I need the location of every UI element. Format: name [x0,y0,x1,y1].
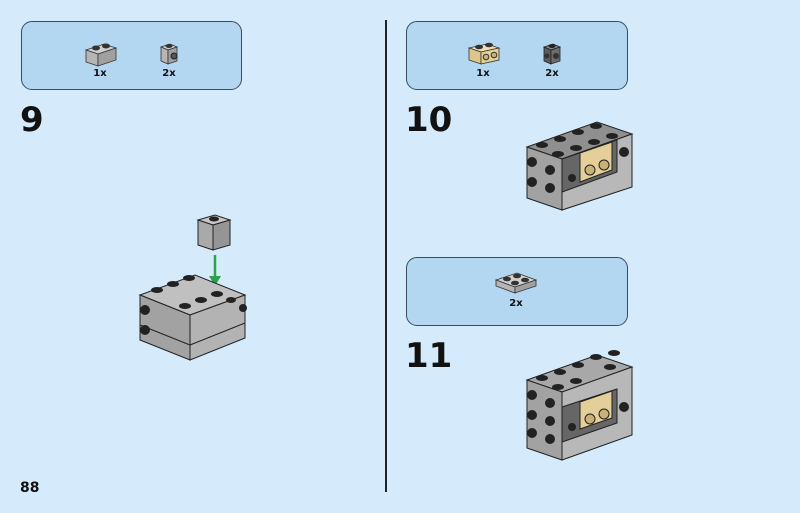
parts-callout-step-10: 1x 2x [406,21,628,90]
page-number: 88 [20,480,40,496]
part-1x1-brick-side-stud: 2x [154,38,184,79]
part-2x2-plate: 2x [493,268,539,309]
parts-callout-step-11: 2x [406,257,628,326]
brick-dark-icon [542,43,562,65]
page-divider [385,20,387,492]
brick-1x1-icon [159,43,179,65]
step-number: 10 [405,100,453,140]
step-9-model-illustration [138,214,247,361]
part-tan-1x2-brick: 1x [463,38,503,79]
part-quantity: 2x [509,298,523,309]
part-1x2-brick: 1x [80,38,120,79]
part-quantity: 2x [162,68,176,79]
part-dark-gray-1x1: 2x [537,38,567,79]
part-quantity: 1x [93,68,107,79]
step-11-model-illustration [525,350,634,461]
step-number: 9 [20,100,44,140]
plate-2x2-icon [494,272,538,294]
step-number: 11 [405,336,453,376]
part-quantity: 1x [476,68,490,79]
brick-tan-icon [467,42,501,65]
brick-1x2-icon [84,43,118,67]
part-quantity: 2x [545,68,559,79]
parts-callout-step-9: 1x 2x [21,21,242,90]
step-10-model-illustration [525,121,634,211]
